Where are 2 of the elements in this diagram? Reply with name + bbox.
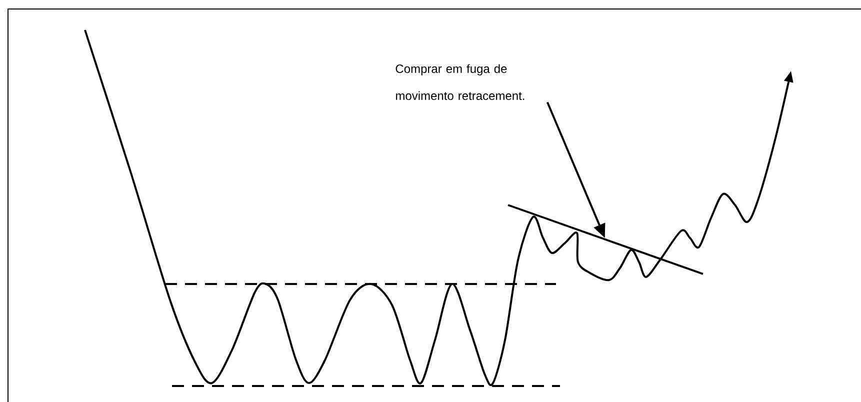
callout-text: Comprar em fuga de movimento retracement.	[396, 64, 524, 100]
trend-line	[508, 204, 704, 275]
